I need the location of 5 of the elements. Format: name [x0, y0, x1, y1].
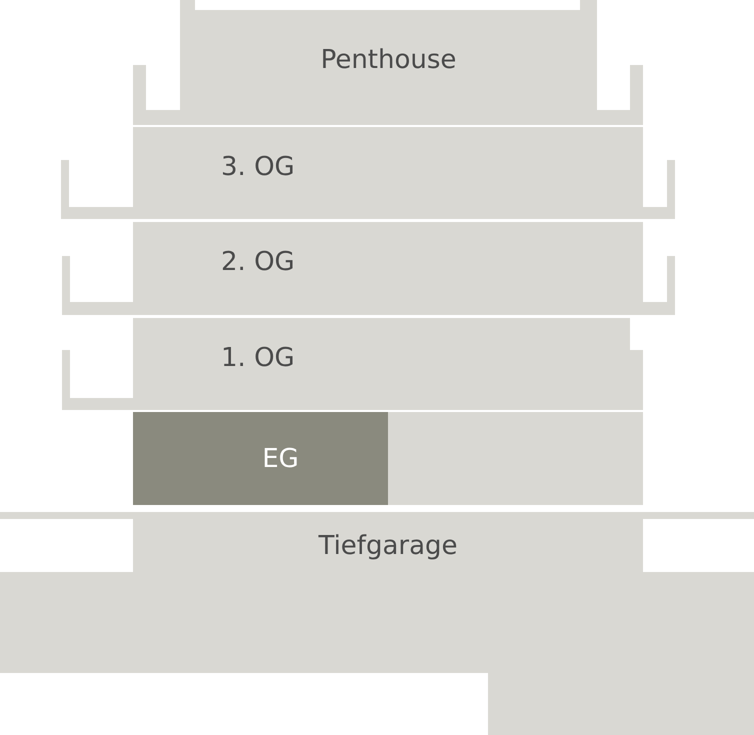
highlighted-floor-block: EG [133, 412, 388, 505]
floor-band: 3. OG [133, 127, 643, 207]
floor-band: 2. OG [133, 222, 643, 302]
floor-band: 1. OG [133, 318, 630, 398]
basement-band: Tiefgarage [133, 519, 643, 572]
